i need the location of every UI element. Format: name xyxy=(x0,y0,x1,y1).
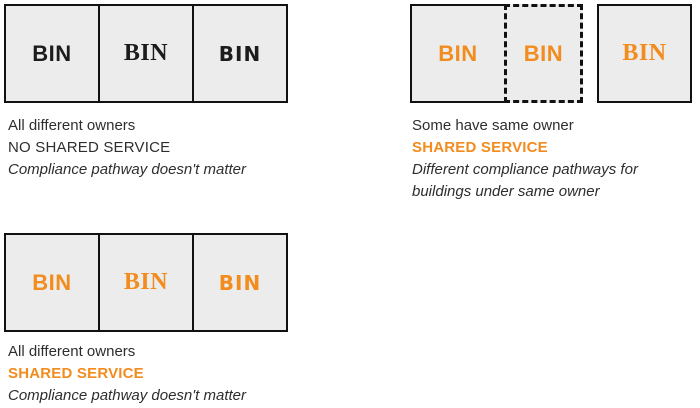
bin-box: BIN xyxy=(192,4,288,103)
bin-box: BIN xyxy=(4,4,100,103)
scenario-no-shared-service-row: BIN BIN BIN xyxy=(4,4,288,103)
bin-label: BIN xyxy=(438,40,478,66)
bin-label: BIN xyxy=(123,40,169,66)
bin-label: BIN xyxy=(32,40,72,66)
bin-box-dashed-same-owner: BIN xyxy=(504,4,583,103)
caption-service-status: NO SHARED SERVICE xyxy=(8,139,171,156)
bin-box: BIN xyxy=(98,4,194,103)
caption-service-status: SHARED SERVICE xyxy=(8,365,144,382)
caption-no-shared-service: All different owners NO SHARED SERVICE C… xyxy=(8,115,293,181)
bin-label: BIN xyxy=(622,40,667,66)
caption-compliance-note: Compliance pathway doesn't matter xyxy=(8,161,246,178)
caption-same-owner-shared-service: Some have same owner SHARED SERVICE Diff… xyxy=(412,115,697,203)
bin-box: BIN xyxy=(98,233,194,332)
bin-label: BIN xyxy=(218,270,262,295)
caption-compliance-note: Different compliance pathways for buildi… xyxy=(412,161,638,200)
caption-shared-service: All different owners SHARED SERVICE Comp… xyxy=(8,341,293,407)
caption-compliance-note: Compliance pathway doesn't matter xyxy=(8,387,246,404)
caption-owners: All different owners xyxy=(8,117,136,134)
bin-box: BIN xyxy=(410,4,506,103)
scenario-same-owner-shared-service-row: BIN BIN BIN xyxy=(410,4,692,103)
bin-box: BIN xyxy=(4,233,100,332)
scenario-shared-service-row: BIN BIN BIN xyxy=(4,233,288,332)
caption-owners: All different owners xyxy=(8,343,136,360)
caption-service-status: SHARED SERVICE xyxy=(412,139,548,156)
bin-label: BIN xyxy=(523,40,564,66)
bin-label: BIN xyxy=(32,269,72,295)
bin-label: BIN xyxy=(218,41,262,66)
bin-label: BIN xyxy=(123,269,169,295)
bin-box: BIN xyxy=(192,233,288,332)
caption-owners: Some have same owner xyxy=(412,117,574,134)
bin-box: BIN xyxy=(597,4,692,103)
